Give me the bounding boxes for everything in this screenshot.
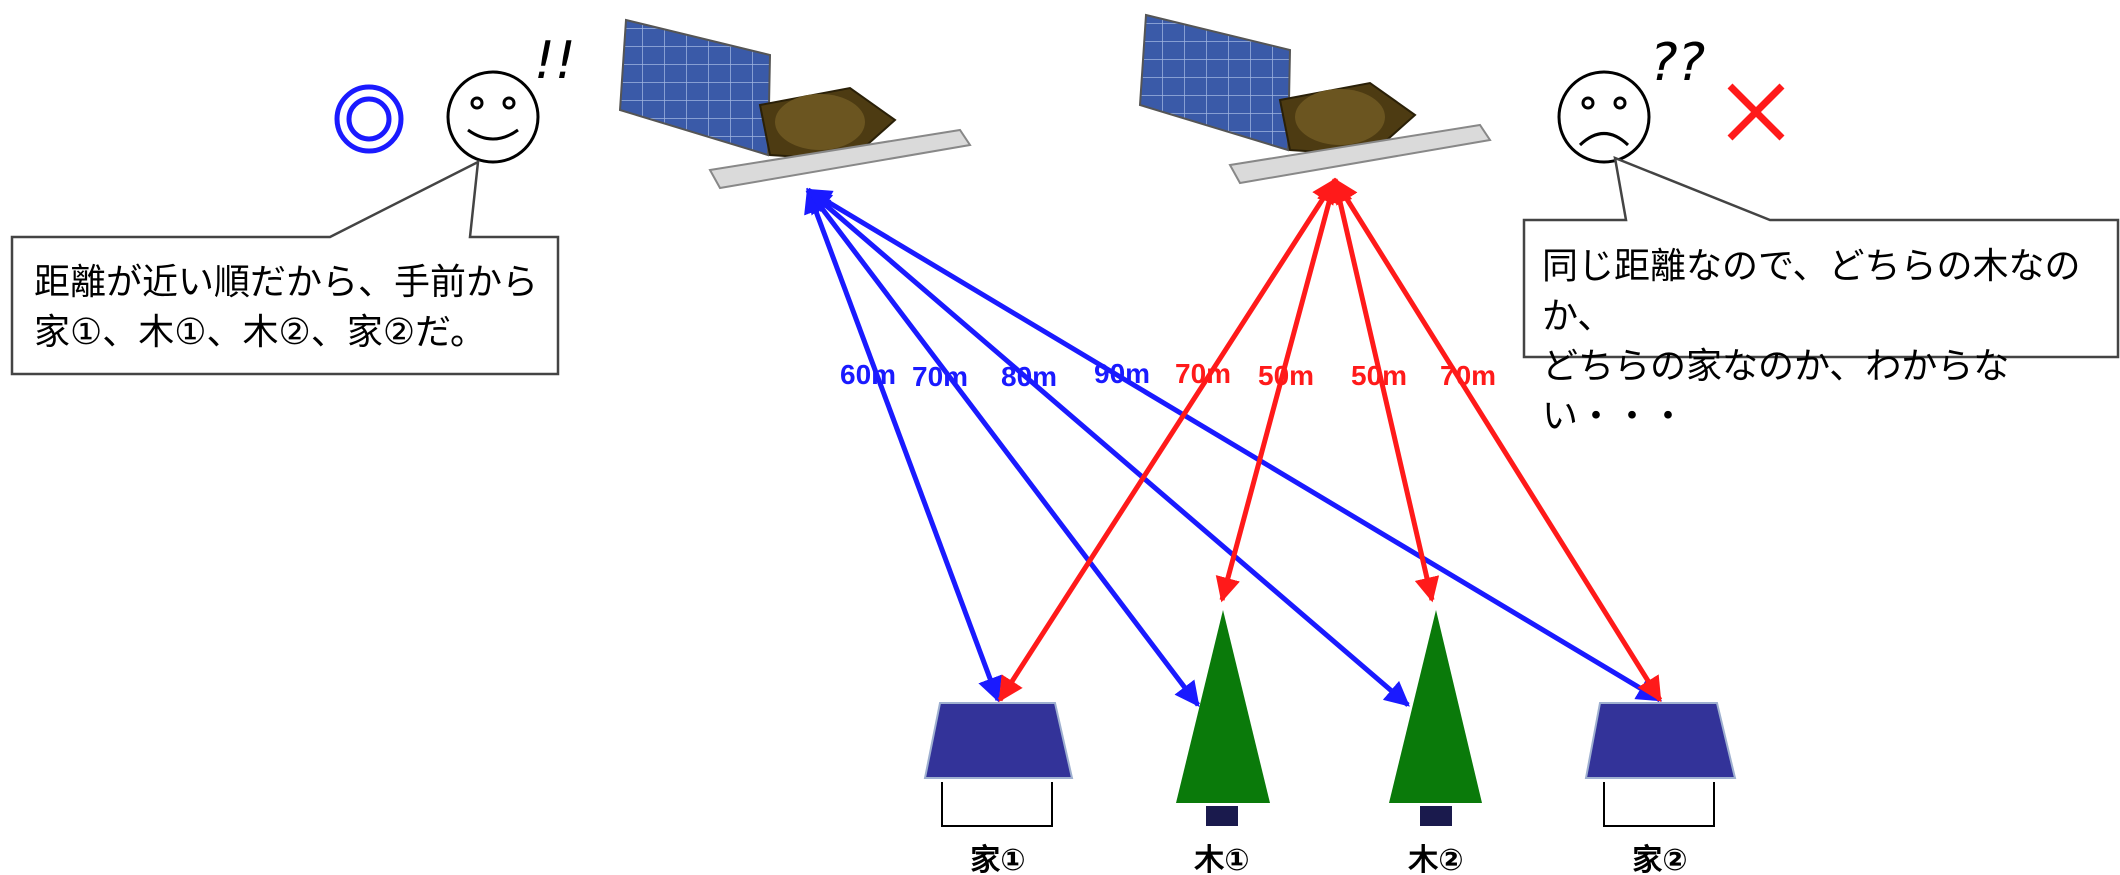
blue-distance-labels: 60m 70m 80m 90m xyxy=(840,358,1150,392)
speech-line: 距離が近い順だから、手前から xyxy=(34,262,539,303)
cross-mark-icon xyxy=(1727,83,1785,141)
frowning-face-icon xyxy=(1557,70,1651,164)
object-labels: 家① 木① 木② 家② xyxy=(970,843,1687,875)
label-tree-2: 木② xyxy=(1407,843,1463,875)
dist-label: 70m xyxy=(1175,358,1231,389)
arrow-to-house-1 xyxy=(997,177,1338,703)
speech-text-right: 同じ距離なので、どちらの木なのか、 どちらの家なのか、わからない・・・ xyxy=(1542,242,2117,442)
exclamation-mark: !! xyxy=(534,31,576,91)
label-house-1: 家① xyxy=(970,843,1025,875)
red-distance-labels: 70m 50m 50m 70m xyxy=(1175,358,1496,391)
arrow-to-house-2 xyxy=(1332,177,1663,703)
label-house-2: 家② xyxy=(1632,843,1687,875)
dist-label: 80m xyxy=(1001,361,1057,392)
arrow-to-tree-1 xyxy=(1215,177,1342,603)
speech-line: 家①、木①、木②、家②だ。 xyxy=(34,312,487,353)
satellite-left-icon xyxy=(618,18,972,190)
house-2 xyxy=(1584,702,1737,827)
speech-bubble-left xyxy=(10,159,560,376)
house-1 xyxy=(923,702,1074,827)
speech-bubble-right xyxy=(1522,156,2120,359)
question-marks: ?? xyxy=(1650,33,1705,93)
tree-2 xyxy=(1389,610,1482,826)
dist-label: 60m xyxy=(840,359,896,390)
satellite-right-icon xyxy=(1138,13,1492,185)
speech-line: どちらの家なのか、わからない・・・ xyxy=(1542,346,2010,437)
dist-label: 90m xyxy=(1094,358,1150,389)
red-ranging-arrows xyxy=(997,177,1663,703)
tree-1 xyxy=(1176,610,1270,826)
dist-label: 70m xyxy=(912,361,968,392)
dist-label: 50m xyxy=(1351,360,1407,391)
label-tree-1: 木① xyxy=(1193,843,1249,875)
arrow-to-tree-2 xyxy=(806,188,1410,707)
dist-label: 50m xyxy=(1258,360,1314,391)
speech-line: 同じ距離なので、どちらの木なのか、 xyxy=(1542,246,2081,337)
arrow-to-house-1 xyxy=(804,187,1002,703)
speech-text-left: 距離が近い順だから、手前から 家①、木①、木②、家②だ。 xyxy=(34,258,554,358)
dist-label: 70m xyxy=(1440,360,1496,391)
double-circle-icon xyxy=(334,84,404,154)
arrow-to-tree-1 xyxy=(806,188,1200,707)
smiley-face-icon xyxy=(446,70,540,164)
